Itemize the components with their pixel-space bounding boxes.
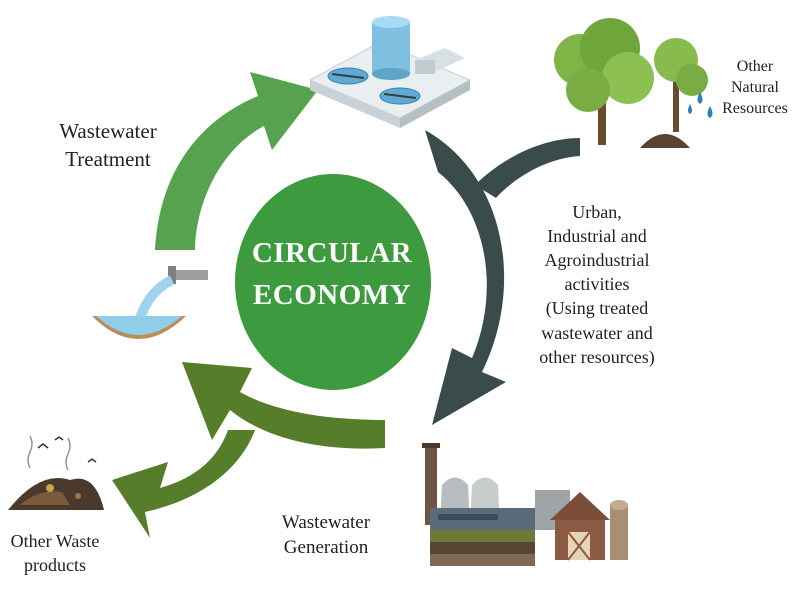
center-title-line2: ECONOMY [252, 279, 412, 312]
arrow-generation [112, 362, 385, 538]
waste-pile-icon [8, 435, 104, 510]
label-waste-products: Other Waste products [10, 531, 100, 575]
water-basin-icon [92, 266, 208, 339]
label-wastewater-treatment: Wastewater Treatment [59, 119, 157, 171]
label-activities: Urban, Industrial and Agroindustrial act… [539, 202, 655, 367]
label-natural-resources: Other Natural Resources [722, 58, 788, 118]
arrow-activities [425, 130, 580, 425]
arrow-treatment [155, 72, 318, 250]
center-ellipse [235, 174, 431, 390]
label-wastewater-generation: Wastewater Generation [281, 512, 371, 559]
center-title: CIRCULAR ECONOMY [232, 232, 432, 316]
treatment-plant-icon [308, 16, 472, 128]
trees-icon [554, 18, 713, 148]
factory-farm-icon [422, 443, 628, 566]
center-title-line1: CIRCULAR [251, 237, 413, 269]
